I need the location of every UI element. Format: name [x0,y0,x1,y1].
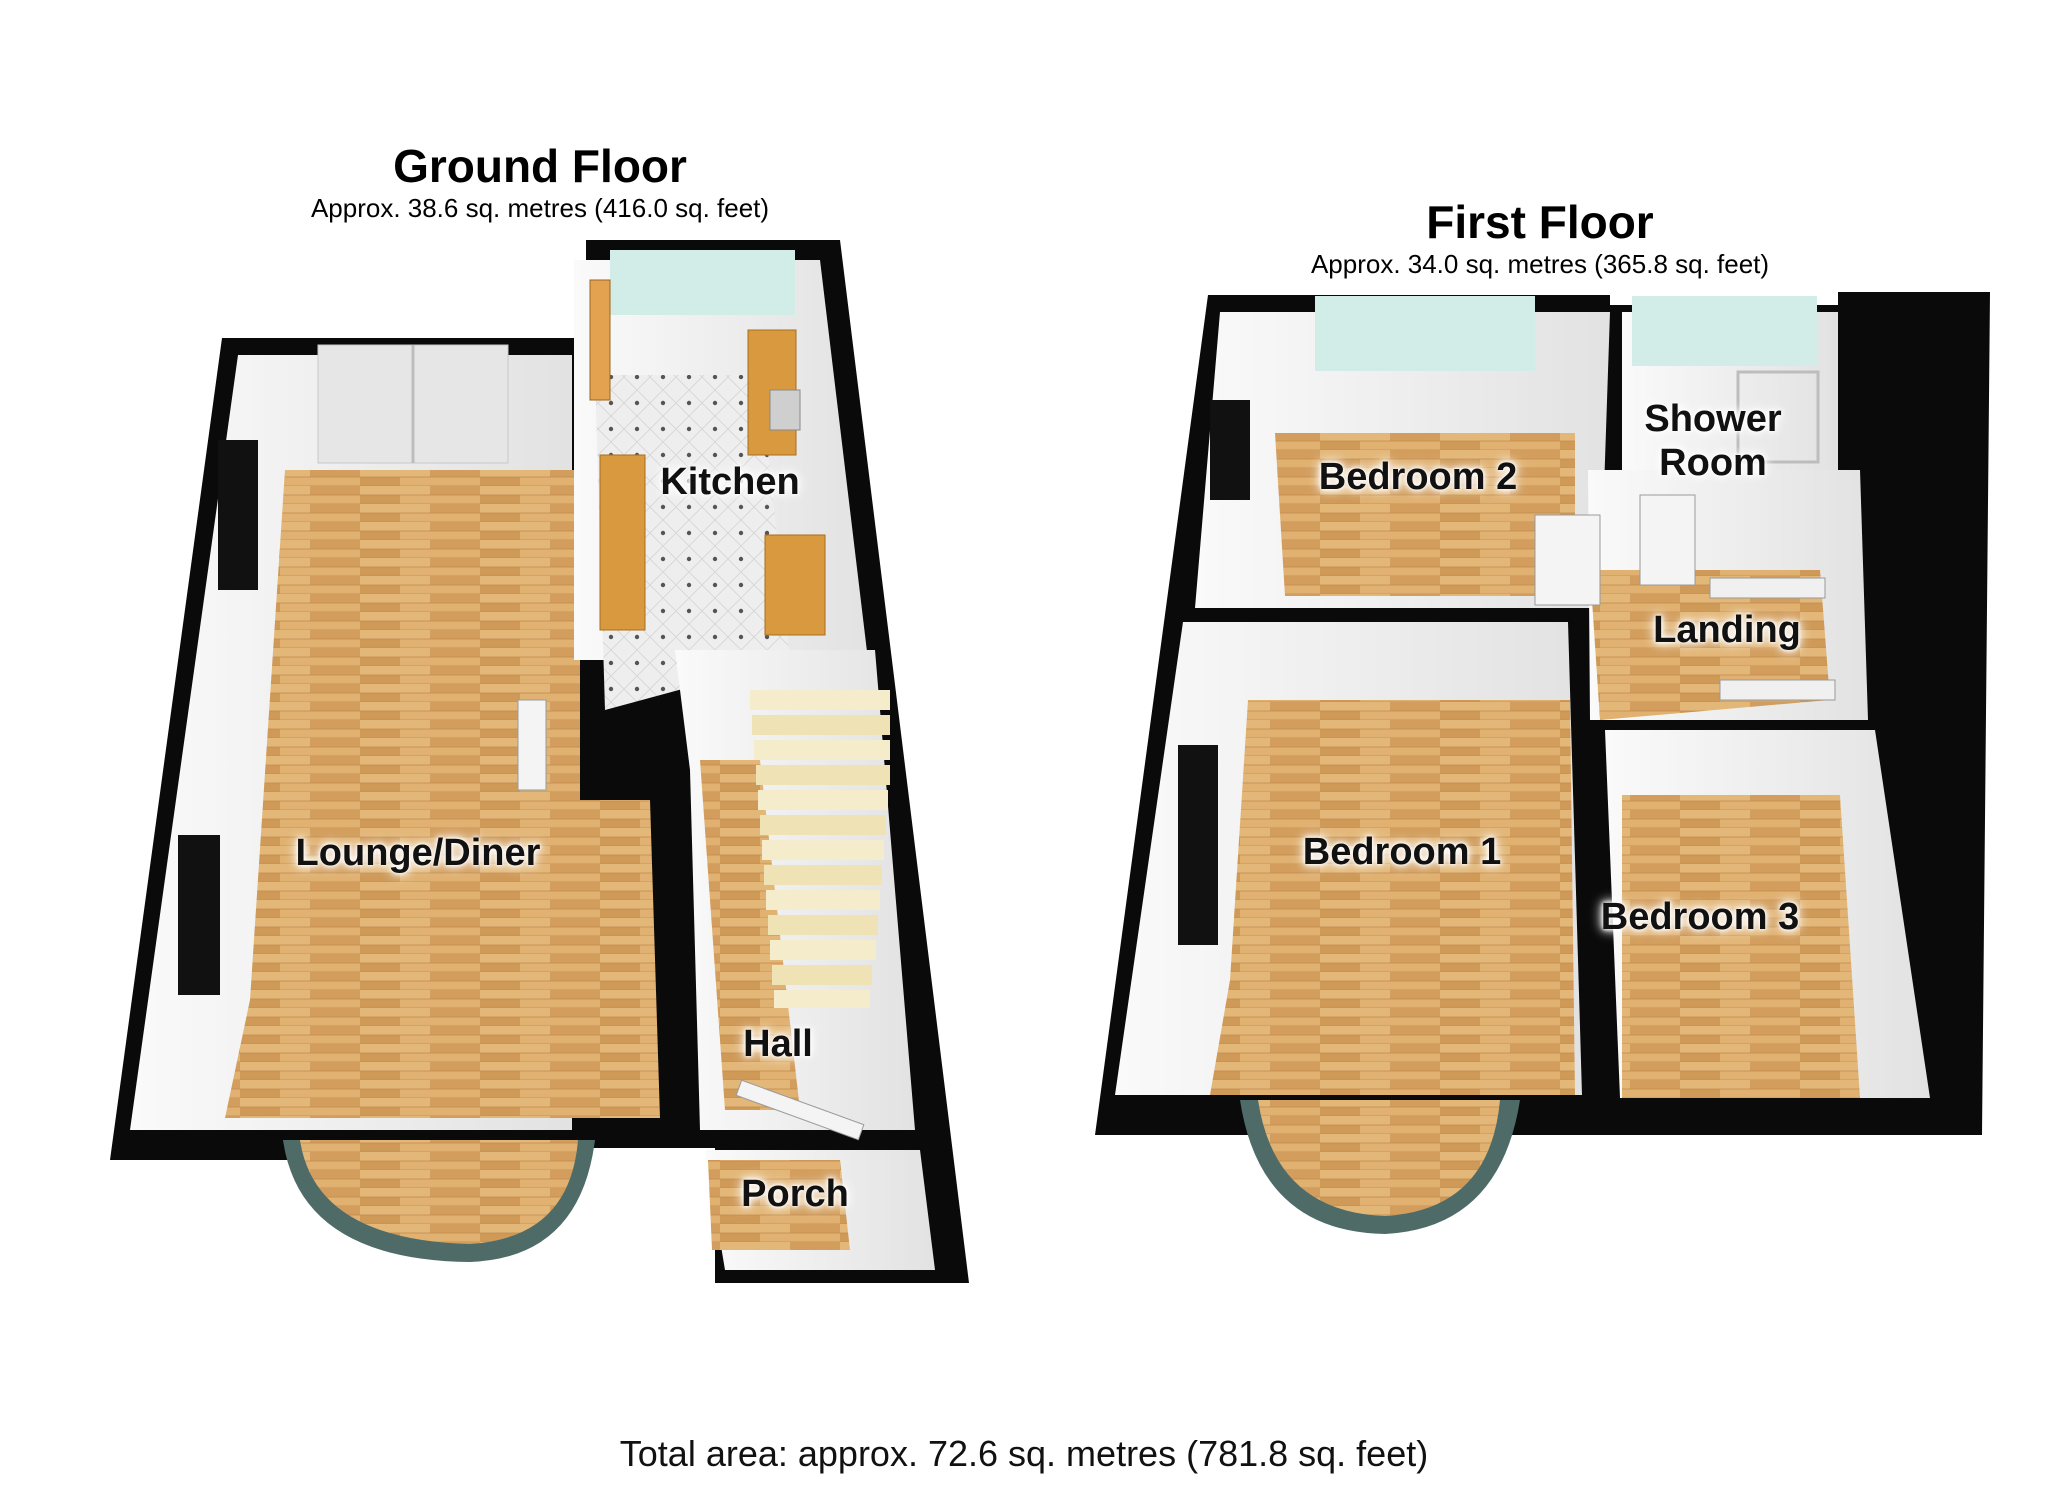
staircase [750,690,890,1008]
kitchen-worktop-left [599,454,646,631]
landing-rail-2 [1719,679,1836,701]
porch-door [735,1079,865,1141]
bedroom1-floor [1210,700,1575,1095]
landing-door-1 [1534,514,1601,606]
first-floor-plan [1095,292,1990,1234]
room-label-landing: Landing [1653,609,1801,651]
room-label-porch: Porch [741,1173,849,1215]
first-floor-title: First Floor [1426,196,1654,248]
lounge-floor [225,470,660,1118]
landing-door-2 [1639,494,1696,586]
shower-room-window [1632,296,1817,366]
kitchen-door [589,279,611,401]
kitchen-window [610,250,795,315]
chimney-breast-1 [218,440,258,590]
hall-floor [700,760,800,1110]
kitchen-sink [769,389,801,431]
room-label-hall: Hall [743,1023,813,1065]
ground-floor-title: Ground Floor [393,140,687,192]
kitchen-worktop-right-bottom [764,534,826,636]
porch-floor [708,1160,850,1250]
shower-enclosure [1736,370,1820,464]
first-floor-heading: First Floor Approx. 34.0 sq. metres (365… [1180,196,1900,280]
room-label-shower-room: Shower Room [1644,398,1782,484]
landing-rail-1 [1709,577,1826,599]
bedroom3-floor [1622,795,1860,1098]
bedroom1-chimney [1178,745,1218,945]
room-label-bedroom-1: Bedroom 1 [1302,831,1502,873]
first-floor-area: Approx. 34.0 sq. metres (365.8 sq. feet) [1310,249,1770,279]
chimney-breast-2 [178,835,220,995]
ground-floor-heading: Ground Floor Approx. 38.6 sq. metres (41… [180,140,900,224]
ground-floor-plan [110,240,969,1283]
bedroom2-floor [1275,433,1575,596]
bedroom2-chimney [1210,400,1250,500]
ground-floor-area: Approx. 38.6 sq. metres (416.0 sq. feet) [310,193,770,223]
room-label-bedroom-3: Bedroom 3 [1600,896,1800,938]
bedroom2-window [1315,296,1535,371]
lounge-door [517,699,547,791]
room-label-kitchen: Kitchen [660,461,800,503]
room-label-lounge-diner: Lounge/Diner [295,832,541,874]
room-label-bedroom-2: Bedroom 2 [1318,456,1518,498]
total-area: Total area: approx. 72.6 sq. metres (781… [619,1433,1429,1474]
